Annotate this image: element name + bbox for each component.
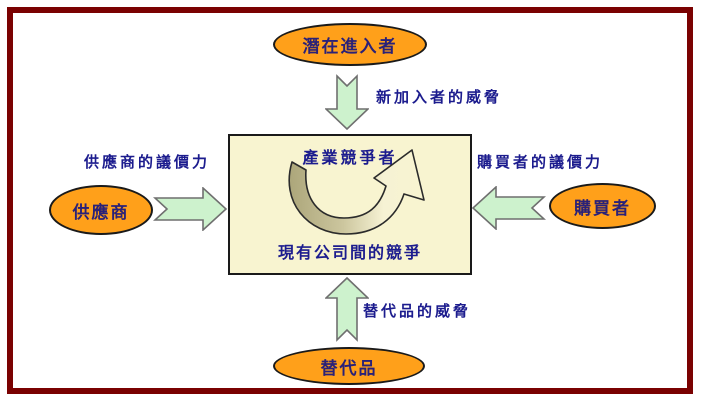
rivalry-u-turn-arrow-icon bbox=[288, 149, 425, 235]
force-label-substitutes-threat: 替代品的威脅 bbox=[363, 302, 472, 320]
node-suppliers-label: 供應商 bbox=[72, 202, 130, 223]
node-substitutes: 替代品 bbox=[273, 347, 425, 385]
arrow-left-icon bbox=[471, 186, 546, 230]
center-box-top-label: 產業競爭者 bbox=[302, 148, 398, 167]
arrow-up-icon bbox=[325, 276, 369, 342]
node-potential-entrants: 潛在進入者 bbox=[273, 23, 427, 66]
force-label-buyer-power: 購買者的議價力 bbox=[477, 153, 604, 171]
arrow-down-icon bbox=[325, 74, 369, 131]
node-buyers: 購買者 bbox=[549, 183, 656, 229]
arrow-right-icon bbox=[153, 187, 228, 231]
node-potential-entrants-label: 潛在進入者 bbox=[302, 37, 398, 57]
center-box-bottom-label: 現有公司間的競爭 bbox=[277, 243, 422, 262]
force-label-new-entrants: 新加入者的威脅 bbox=[376, 88, 503, 106]
node-suppliers: 供應商 bbox=[49, 185, 153, 235]
center-box-industry-rivalry: 產業競爭者 現有公司間的競爭 bbox=[228, 134, 472, 275]
force-label-supplier-power: 供應商的議價力 bbox=[84, 153, 211, 171]
node-substitutes-label: 替代品 bbox=[320, 358, 378, 379]
node-buyers-label: 購買者 bbox=[574, 198, 631, 219]
